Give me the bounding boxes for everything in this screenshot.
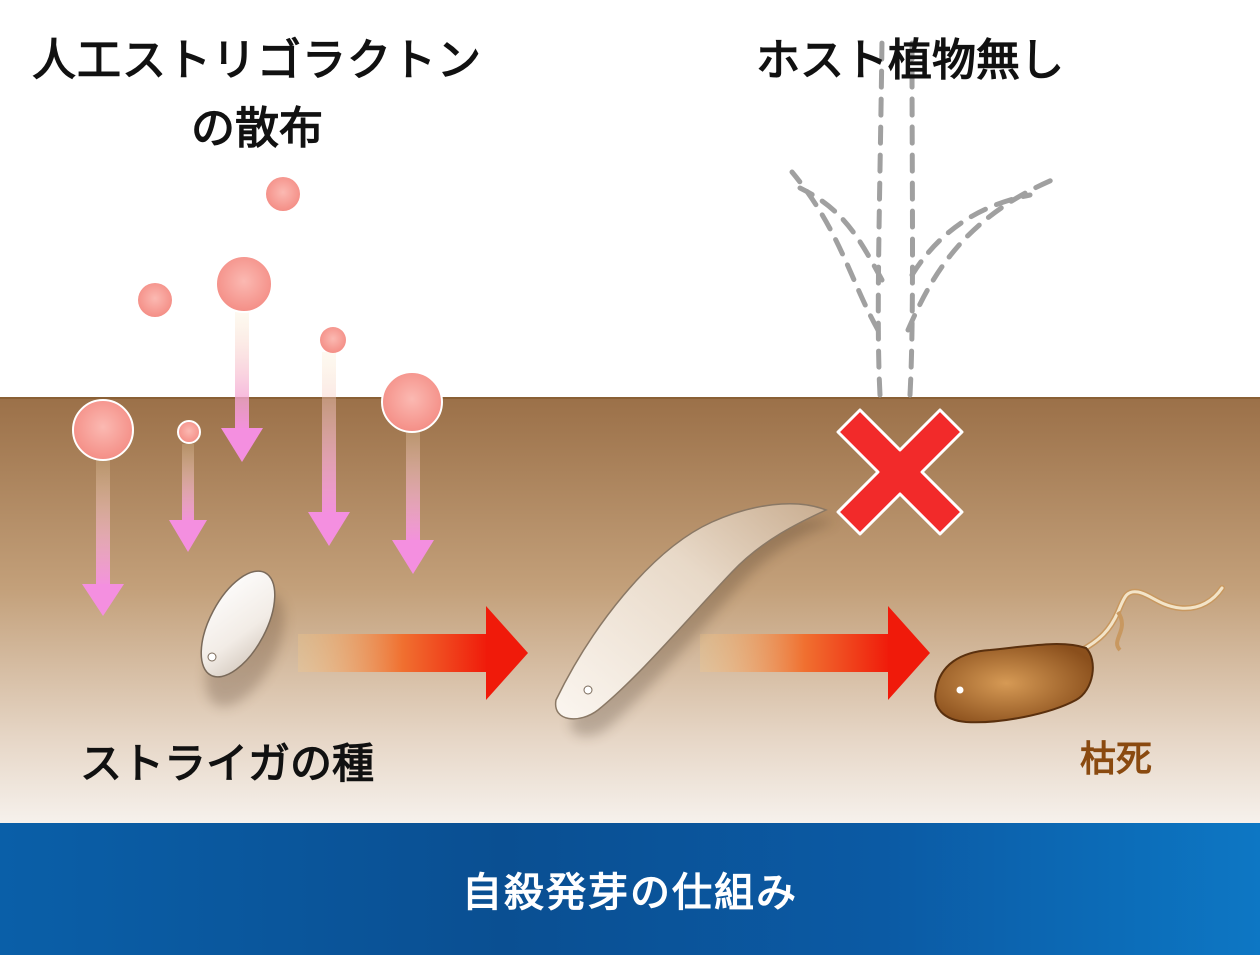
process-arrow-2: [700, 606, 930, 700]
title-line-1: 人工ストリゴラクトン: [32, 35, 482, 86]
striga-seed-icon: [200, 570, 285, 707]
withered-label: 枯死: [1080, 739, 1153, 780]
footer-title: 自殺発芽の仕組み: [462, 870, 798, 916]
no-host-plant-label: ホスト植物無し: [756, 35, 1064, 86]
footer-banner: 自殺発芽の仕組み: [0, 823, 1260, 955]
strigolactone-molecule-icon: [72, 177, 443, 461]
cross-mark-icon: [836, 408, 964, 536]
host-plant-outline-icon: [789, 37, 1055, 398]
striga-seed-label: ストライガの種: [80, 739, 375, 788]
withered-seedling-icon: [934, 585, 1225, 724]
molecule-arrows: [82, 312, 434, 616]
germinated-seed-icon: [555, 503, 836, 737]
title-line-2: の散布: [191, 103, 323, 154]
process-arrow-1: [298, 606, 528, 700]
